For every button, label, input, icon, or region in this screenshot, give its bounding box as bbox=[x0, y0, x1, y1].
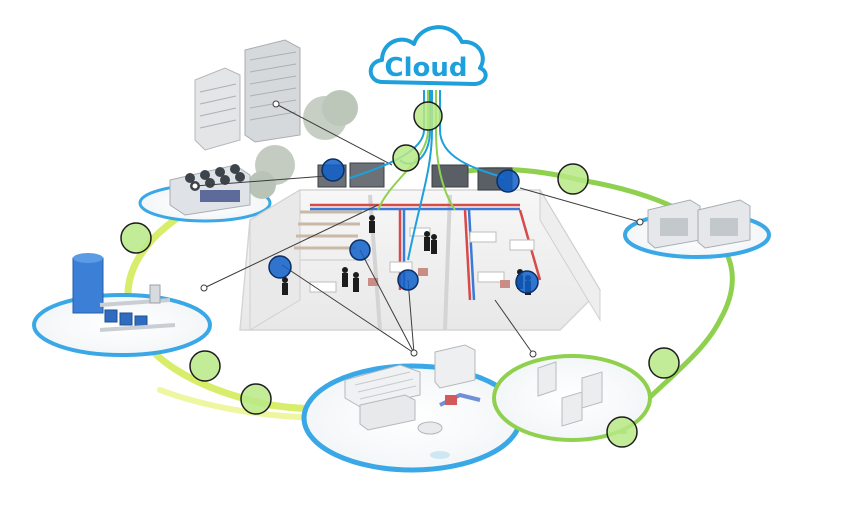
green-node-icon bbox=[648, 347, 680, 379]
blue-sensor-icon bbox=[496, 169, 520, 193]
anchor-dot bbox=[529, 350, 537, 358]
green-node-icon bbox=[557, 163, 589, 195]
green-nodes bbox=[120, 101, 680, 448]
anchor-dot bbox=[272, 100, 280, 108]
air-handling-units bbox=[647, 199, 751, 249]
ceiling-equipment bbox=[344, 344, 481, 459]
anchor-dot bbox=[636, 218, 644, 226]
blue-nodes bbox=[268, 158, 539, 294]
green-node-icon bbox=[189, 350, 221, 382]
green-node-icon bbox=[606, 416, 638, 448]
anchor-dot bbox=[410, 349, 418, 357]
green-node-icon bbox=[240, 383, 272, 415]
blue-sensor-icon bbox=[321, 158, 345, 182]
cloud-label: Cloud bbox=[385, 53, 468, 83]
building-floor bbox=[239, 162, 601, 331]
chiller-units bbox=[169, 164, 251, 216]
cloud-icon: Cloud bbox=[368, 25, 488, 86]
blue-sensor-icon bbox=[349, 239, 371, 261]
leader-lines bbox=[194, 103, 641, 355]
green-node-icon bbox=[413, 101, 443, 131]
blue-sensor-icon bbox=[268, 255, 292, 279]
tank-and-pumps bbox=[72, 253, 176, 332]
office-towers bbox=[194, 39, 358, 199]
green-node-icon bbox=[120, 222, 152, 254]
blue-sensor-icon bbox=[397, 269, 419, 291]
anchor-dot bbox=[191, 182, 199, 190]
wall-panels bbox=[537, 361, 603, 427]
green-node-icon bbox=[392, 144, 420, 172]
blue-sensor-icon bbox=[515, 270, 539, 294]
anchor-dot bbox=[200, 284, 208, 292]
